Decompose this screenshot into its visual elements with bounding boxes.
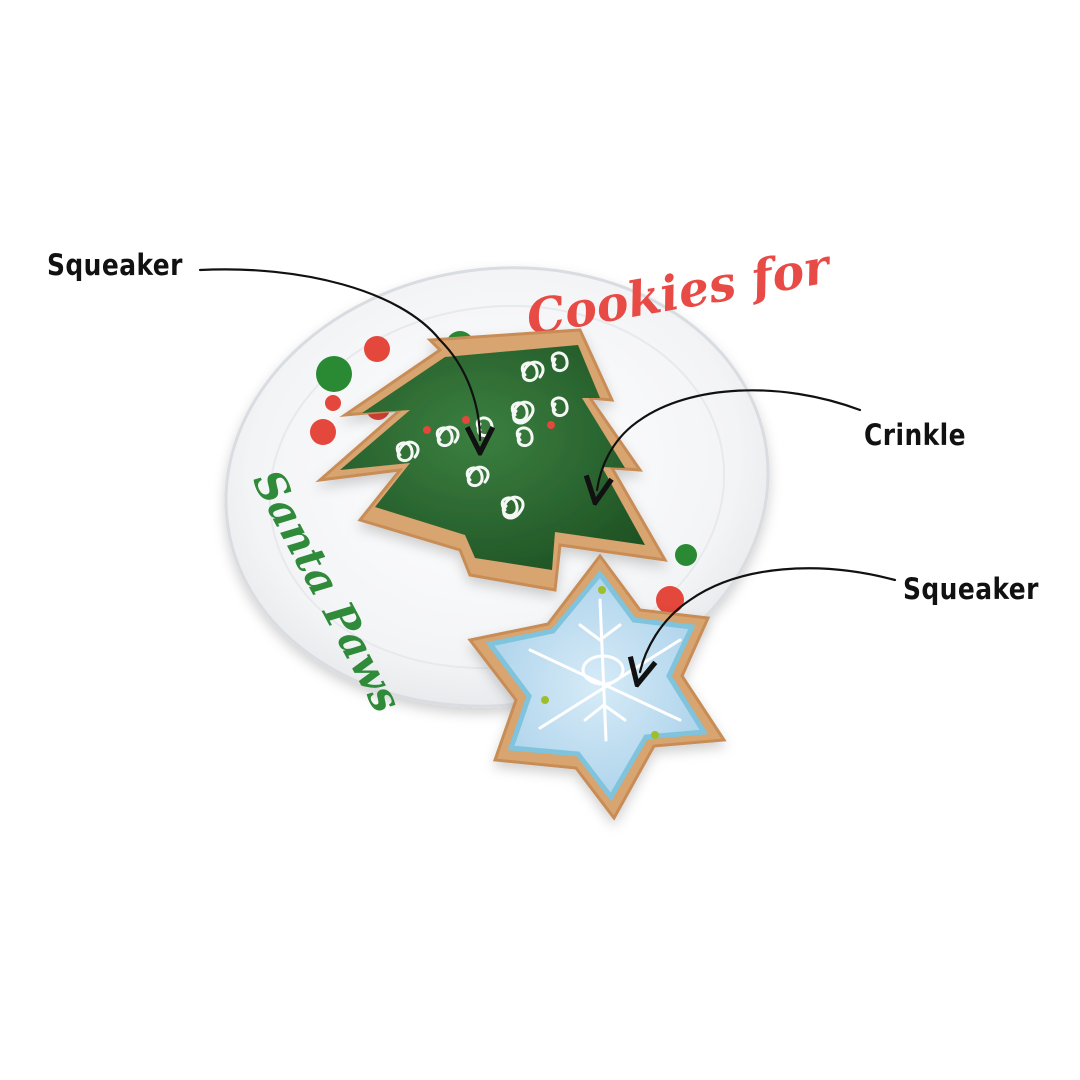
callout-label-tree-squeaker: Squeaker [47, 248, 183, 282]
arrow-tree-squeaker [198, 268, 480, 440]
callout-label-snowflake-squeaker: Squeaker [903, 572, 1039, 606]
arrow-snowflake-squeaker [640, 567, 897, 672]
snowflake-cookie [467, 553, 727, 821]
arrow-plate-crinkle [597, 389, 862, 490]
christmas-tree-cookie [315, 328, 668, 592]
callout-arrows [198, 268, 897, 672]
callout-label-crinkle: Crinkle [864, 418, 966, 452]
